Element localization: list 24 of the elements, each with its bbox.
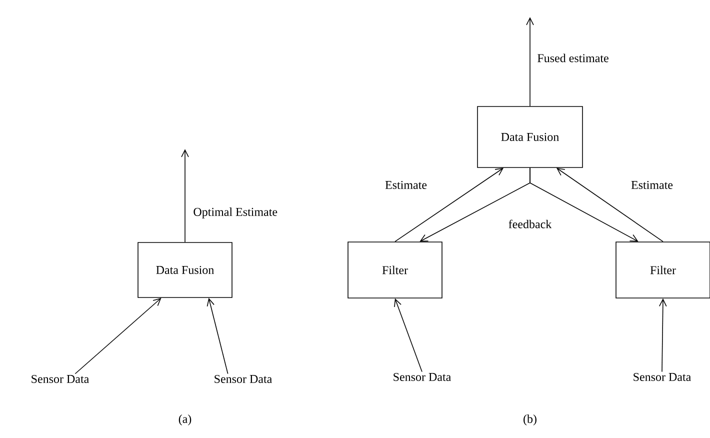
edge-label: Fused estimate <box>538 54 608 62</box>
process-box: Data Fusion <box>138 242 232 298</box>
arrow <box>74 298 162 374</box>
process-box: Filter <box>348 242 442 298</box>
edge-label: Estimate <box>385 180 427 189</box>
process-box: Filter <box>616 242 710 298</box>
arrow <box>556 168 664 242</box>
caption: (b) <box>524 414 536 426</box>
edge-label: Optimal Estimate <box>194 208 278 218</box>
edge-label: Estimate <box>631 180 673 189</box>
input-label: Sensor Data <box>634 372 691 381</box>
arrow <box>206 298 228 374</box>
caption: (a) <box>178 414 192 426</box>
arrow <box>526 17 534 106</box>
arrow <box>394 168 504 242</box>
arrow <box>530 167 638 242</box>
input-label: Sensor Data <box>394 372 451 381</box>
process-box: Data Fusion <box>477 106 583 168</box>
arrow <box>659 298 667 372</box>
arrow <box>394 298 422 372</box>
edge-label: feedback <box>508 220 552 228</box>
arrow <box>181 149 189 242</box>
input-label: Sensor Data <box>214 374 272 383</box>
input-label: Sensor Data <box>32 374 89 383</box>
